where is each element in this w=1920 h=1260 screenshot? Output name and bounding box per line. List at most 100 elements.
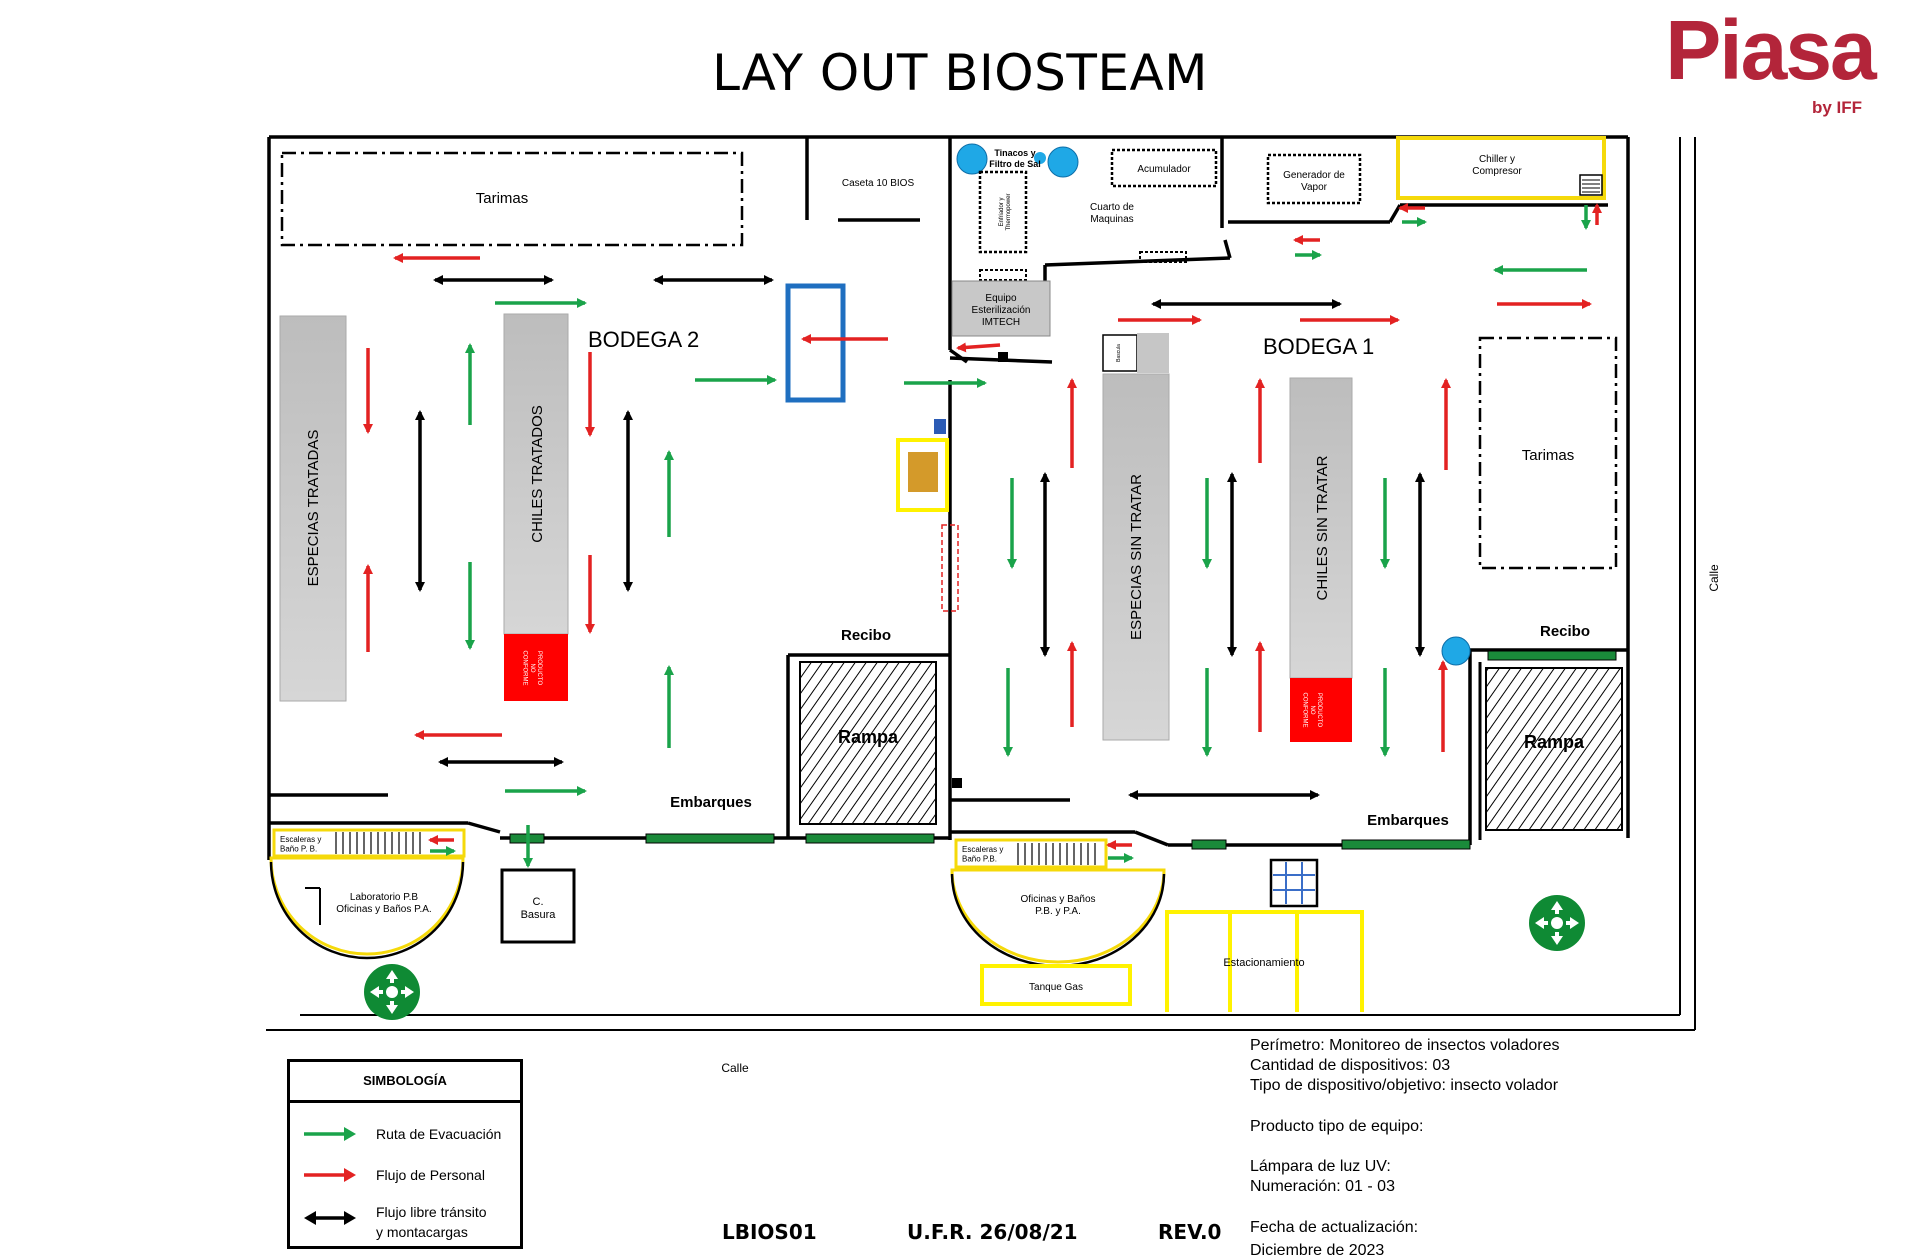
especias-sin-tratar-rack-top: [1137, 333, 1169, 373]
assembly-point-left-icon: [364, 964, 420, 1020]
conveyor-left-2: [805, 833, 935, 844]
small-black-device: [998, 352, 1008, 362]
double-arrow-icon: [304, 1211, 356, 1225]
blue-marker: [934, 419, 946, 434]
page-title: LAY OUT BIOSTEAM: [712, 44, 1208, 102]
basura-room: [500, 868, 576, 944]
free-transit-arrows: [415, 275, 1425, 800]
bascula-label: Bascula: [1116, 344, 1122, 362]
rampa-left-label: Rampa: [838, 727, 899, 747]
legend-title: SIMBOLOGÍA: [290, 1062, 520, 1103]
logo-by: by IFF: [1811, 98, 1862, 117]
conveyor-left-1: [645, 833, 775, 844]
legend: SIMBOLOGÍA Ruta de Evacuación Flujo de P…: [287, 1059, 523, 1249]
acumulador-label: Acumulador: [1137, 164, 1191, 175]
basura-label: C.Basura: [521, 896, 557, 921]
estacionamiento-lines: [1165, 910, 1364, 1012]
note-cantidad: Cantidad de dispositivos: 03: [1250, 1057, 1451, 1074]
red-dashed-zone: [941, 524, 959, 612]
doc-code: LBIOS01: [722, 1220, 817, 1244]
note-lampara: Lámpara de luz UV:: [1250, 1158, 1391, 1175]
calle-right-label: Calle: [1707, 564, 1721, 592]
window-grid: [1269, 858, 1319, 908]
tarimas-right-zone: [1478, 336, 1618, 570]
note-tipo: Tipo de dispositivo/objetivo: insecto vo…: [1250, 1077, 1559, 1094]
especias-tratadas-label: ESPECIAS TRATADAS: [305, 430, 322, 587]
sterilizer-box: [785, 283, 846, 403]
equipo-esterilizacion: [951, 280, 1051, 337]
conveyor-right-2: [1191, 839, 1227, 850]
note-perimetro: Perímetro: Monitoreo de insectos volador…: [1250, 1037, 1560, 1054]
tanque-gas: [980, 964, 1132, 1006]
rampa-right-label: Rampa: [1524, 732, 1585, 752]
ufr-code: U.F.R. 26/08/21: [907, 1220, 1078, 1244]
producto-no-conforme-right: [1290, 678, 1352, 742]
street-lines: [266, 137, 1696, 1031]
producto-no-conforme-right-label: PRODUCTONOCONFORME: [1302, 693, 1322, 728]
tarimas-left-zone: [280, 151, 744, 247]
rampa-right: [1485, 667, 1623, 831]
recibo-right-label: Recibo: [1540, 623, 1590, 640]
piasa-logo: Piasa by IFF: [1650, 8, 1890, 118]
small-dotted-box: [979, 269, 1027, 281]
green-arrow-icon: [304, 1127, 356, 1141]
chiles-tratados-label: CHILES TRATADOS: [529, 405, 546, 543]
bascula-box: [1102, 334, 1138, 372]
generador-box: [1266, 153, 1362, 205]
legend-item-evacuation: Ruta de Evacuación: [302, 1124, 501, 1144]
rev-code: REV.0: [1158, 1220, 1222, 1244]
note-fecha-value: Diciembre de 2023: [1250, 1242, 1385, 1259]
tinaco-2: [1047, 146, 1079, 178]
note-fecha-label: Fecha de actualización:: [1250, 1219, 1419, 1236]
tanque-gas-label: Tanque Gas: [1029, 982, 1083, 993]
acumulador-box: [1110, 148, 1218, 188]
chiller-box: [1396, 136, 1606, 200]
evacuation-route-arrows: [430, 205, 1591, 868]
especias-sin-tratar-label: ESPECIAS SIN TRATAR: [1128, 474, 1145, 640]
enfriador-label: Enfriador yThermopower: [999, 193, 1012, 230]
tinaco-1: [956, 143, 988, 175]
tarimas-left-label: Tarimas: [476, 190, 529, 207]
embarques-right-label: Embarques: [1367, 812, 1449, 829]
embarques-left-label: Embarques: [670, 794, 752, 811]
note-producto: Producto tipo de equipo:: [1250, 1118, 1424, 1135]
compresor-lines: [1582, 179, 1600, 193]
legend-label-free-transit: Flujo libre tránsito y montacargas: [376, 1204, 487, 1240]
water-point-right: [1441, 636, 1471, 666]
enfriador-box: [978, 170, 1028, 254]
acumulador-small: [1139, 251, 1187, 263]
chiles-sin-tratar-rack: [1289, 377, 1353, 679]
red-arrow-icon: [304, 1168, 356, 1182]
logo-word: Piasa: [1665, 3, 1877, 97]
note-numeracion: Numeración: 01 - 03: [1250, 1178, 1395, 1195]
stairs-right-lines: [1017, 843, 1096, 865]
bodega1-label: BODEGA 1: [1263, 334, 1374, 359]
personnel-flow-arrows: [363, 203, 1602, 850]
window-grid-lines: [1273, 862, 1315, 904]
producto-no-conforme-left-label: PRODUCTONOCONFORME: [522, 651, 542, 686]
rampa-left: [799, 661, 937, 825]
small-black-device-2: [952, 778, 962, 788]
laboratorio-room: [269, 856, 465, 956]
legend-item-personnel: Flujo de Personal: [302, 1165, 485, 1185]
oficinas-room: [950, 868, 1166, 964]
legend-item-free-transit: Flujo libre tránsito y montacargas: [302, 1202, 487, 1242]
trap-device-icon: [908, 452, 938, 492]
conveyor-recibo-right: [1487, 650, 1617, 661]
producto-no-conforme-left: [504, 634, 568, 701]
especias-sin-tratar-rack: [1102, 373, 1170, 741]
bodega2-label: BODEGA 2: [588, 327, 699, 352]
filtro-sal: [1034, 152, 1046, 164]
conveyor-right-1: [1341, 839, 1471, 850]
legend-label-personnel: Flujo de Personal: [376, 1167, 485, 1183]
assembly-point-right-icon: [1529, 895, 1585, 951]
caseta-label: Caseta 10 BIOS: [842, 178, 915, 189]
especias-tratadas-rack: [279, 315, 347, 702]
